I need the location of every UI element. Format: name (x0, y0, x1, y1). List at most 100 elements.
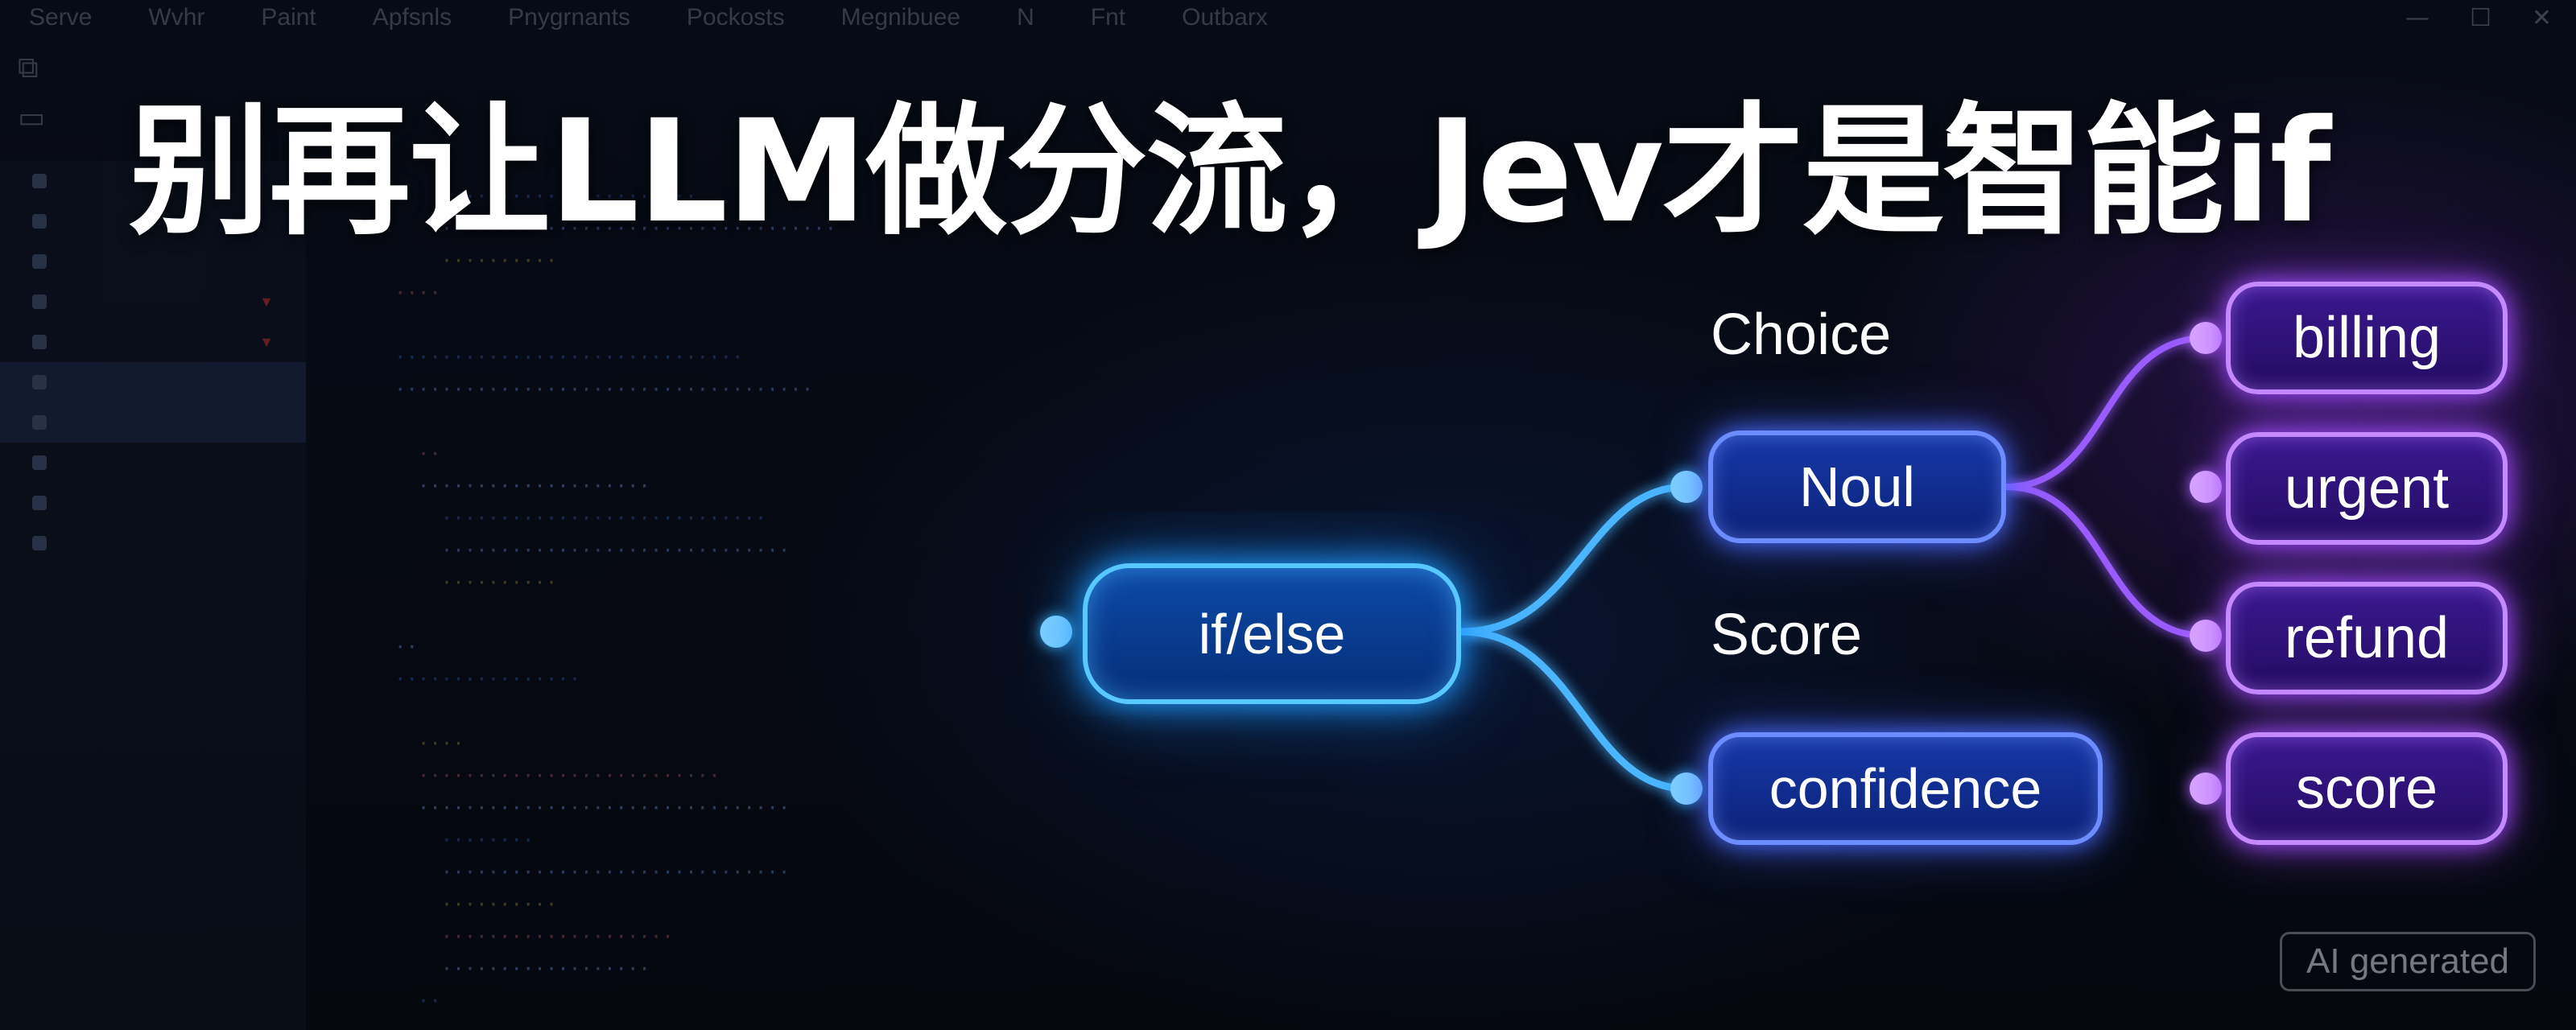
bg-code-line: ···················· (338, 925, 1063, 958)
bg-code-text: ········ (394, 829, 535, 851)
bg-code-line: ·· (338, 443, 1063, 475)
bg-menu-item: Megnibuee (840, 4, 961, 31)
score-input-port (2190, 772, 2222, 805)
bg-code-line: ·················· (338, 958, 1063, 990)
close-icon: ✕ (2531, 3, 2552, 32)
bg-code-line: ·········· (338, 571, 1063, 604)
bg-code-text: ·· (394, 443, 441, 465)
bg-code-line: ······························ (338, 346, 1063, 378)
confidence-input-port (1670, 772, 1703, 805)
bg-code-line: ·········· (338, 249, 1063, 282)
bg-menu-item: Fnt (1090, 4, 1126, 31)
bg-code-text: ······························ (394, 346, 744, 369)
bg-code-text: ················ (394, 668, 581, 690)
explorer-icon: ⧉ (18, 52, 39, 84)
bg-code-text: ·········· (394, 893, 558, 916)
root-input-port (1040, 616, 1072, 648)
bg-sidebar-row (0, 362, 306, 402)
bg-code-line: ·· (338, 990, 1063, 1022)
bg-menu-item: Wvhr (148, 4, 205, 31)
bg-code-line: ······················ (338, 185, 1063, 217)
bg-code-line: ·························· (338, 764, 1063, 797)
maximize-icon: ☐ (2469, 3, 2491, 32)
bg-sidebar-row (0, 201, 306, 241)
bg-code-line: ·········· (338, 893, 1063, 925)
bg-menu-item: Paint (261, 4, 316, 31)
refund-node: refund (2226, 582, 2508, 694)
headline-title: 别再让LLM做分流，Jev才是智能if (129, 89, 2331, 254)
bg-code-line: ···································· (338, 378, 1063, 410)
minimize-icon: — (2405, 3, 2429, 32)
bg-code-line: ···························· (338, 507, 1063, 539)
bg-code-text: ·· (394, 990, 441, 1012)
bg-sidebar-row (0, 443, 306, 483)
bg-sidebar-row (0, 241, 306, 282)
bg-code-text: ······························ (394, 539, 791, 562)
noul-node: Noul (1708, 431, 2006, 543)
bg-sidebar-row: ▼ (0, 282, 306, 322)
wire-noul-to-billing (2005, 335, 2207, 490)
bg-code-line: ································ (338, 797, 1063, 829)
bg-sidebar-row: ▼ (0, 322, 306, 362)
bg-code-text: ·································· (394, 217, 837, 240)
confidence-node: confidence (1708, 732, 2103, 845)
bg-code-text: ······················ (394, 185, 697, 208)
billing-input-port (2190, 322, 2222, 354)
error-marker-icon: ▼ (259, 293, 274, 310)
bg-code-line: ······························ (338, 861, 1063, 893)
bg-code-line: ···· (338, 732, 1063, 764)
background-code-editor: ······················ ·················… (338, 185, 1063, 1030)
bg-code-text: ······························ (394, 861, 791, 884)
bg-code-text: ·· (394, 636, 418, 658)
background-window-controls: — ☐ ✕ (2405, 0, 2552, 35)
wire-root-to-confidence (1460, 628, 1687, 793)
bg-code-text: ···· (394, 282, 441, 304)
bg-code-line: ···················· (338, 475, 1063, 507)
bg-sidebar-row (0, 402, 306, 443)
bg-sidebar-row (0, 523, 306, 563)
bg-code-line: ·································· (338, 217, 1063, 249)
wire-root-to-noul (1460, 483, 1687, 636)
error-marker-icon: ▼ (259, 333, 274, 350)
urgent-node: urgent (2226, 432, 2508, 545)
bg-code-text: ·········· (394, 249, 558, 272)
bg-menu-item: Pnygrnants (508, 4, 630, 31)
bg-code-text: ·········· (394, 571, 558, 594)
choice-heading: Choice (1711, 303, 1892, 367)
bg-code-text: ···················· (394, 925, 674, 948)
ai-generated-badge: AI generated (2280, 932, 2536, 991)
bg-sidebar-row (0, 483, 306, 523)
bg-menu-item: N (1017, 4, 1034, 31)
folder-icon: ▭ (18, 101, 46, 134)
bg-code-text: ···································· (394, 378, 814, 401)
bg-code-text: ···························· (394, 507, 767, 529)
bg-menu-item: Outbarx (1182, 4, 1268, 31)
background-activity-bar: ⧉ ▭ (0, 35, 64, 357)
bg-sidebar-row (0, 161, 306, 201)
bg-code-text: ·························· (394, 764, 720, 787)
if-else-node: if/else (1083, 563, 1461, 704)
bg-menu-item: Serve (29, 4, 93, 31)
bg-code-text: ·················· (394, 958, 650, 980)
bg-code-text: ································ (394, 797, 791, 819)
bg-menu-item: Pockosts (686, 4, 785, 31)
background-menu-bar: Serve Wvhr Paint Apfsnls Pnygrnants Pock… (0, 0, 2576, 35)
background-sidebar: ▼ ▼ (0, 161, 306, 1030)
bg-code-text: ···· (394, 732, 464, 755)
bg-code-text: ···················· (394, 475, 650, 497)
refund-input-port (2190, 620, 2222, 652)
bg-menu-item: Apfsnls (372, 4, 452, 31)
urgent-input-port (2190, 471, 2222, 503)
bg-code-line: ·· (338, 636, 1063, 668)
noul-input-port (1670, 471, 1703, 503)
bg-code-line: ················ (338, 668, 1063, 700)
bg-code-line: ···· (338, 282, 1063, 314)
bg-code-line: ······························ (338, 539, 1063, 571)
score-node: score (2226, 732, 2508, 845)
wire-noul-to-refund (2005, 484, 2207, 639)
billing-node: billing (2226, 282, 2508, 394)
score-heading: Score (1711, 603, 1863, 667)
bg-code-line: ········ (338, 829, 1063, 861)
